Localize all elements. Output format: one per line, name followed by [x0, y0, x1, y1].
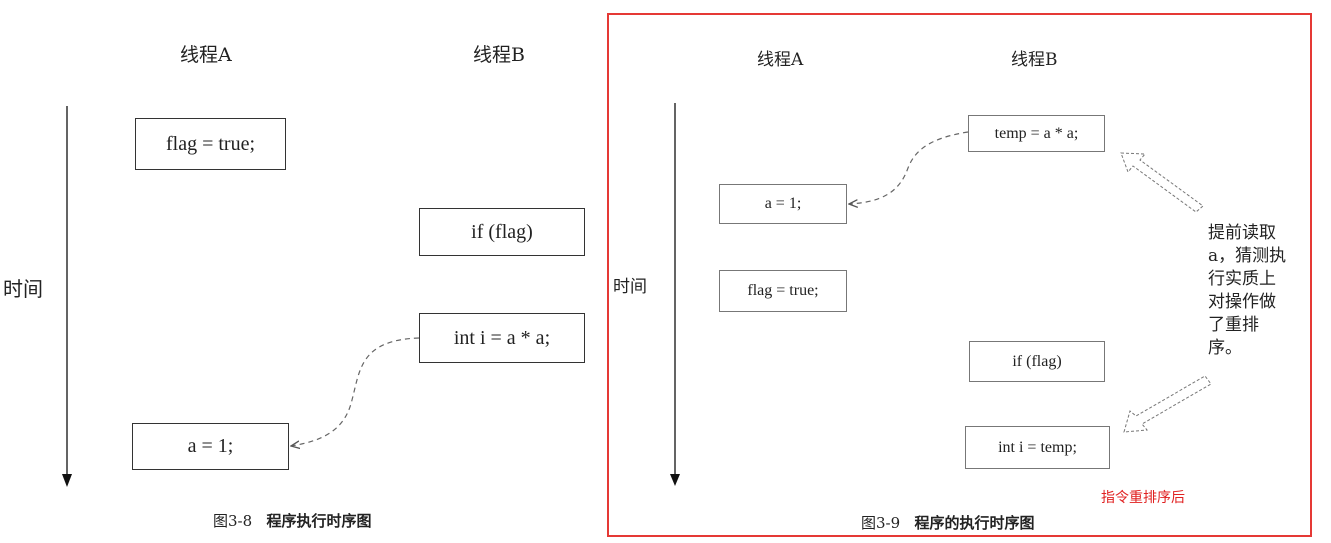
fig8-box-if-flag: if (flag) — [419, 208, 585, 256]
fig8-thread-b-header: 线程B — [473, 44, 525, 66]
fig9-time-label: 时间 — [613, 277, 647, 297]
fig9-box-if-flag: if (flag) — [969, 341, 1105, 382]
fig8-caption-number: 图3-8 — [213, 512, 253, 530]
fig8-caption-title: 程序执行时序图 — [266, 512, 372, 530]
fig8-time-label: 时间 — [3, 277, 43, 301]
fig9-hollow-arrow-up — [1120, 152, 1204, 213]
fig9-box-temp: temp = a * a; — [968, 115, 1105, 152]
fig8-dashed-read-arrow — [291, 337, 420, 446]
fig9-caption-number: 图3-9 — [861, 514, 901, 532]
fig9-red-note: 指令重排序后 — [1101, 490, 1185, 506]
highlight-frame — [607, 13, 1312, 537]
fig8-box-flag-true: flag = true; — [135, 118, 286, 170]
fig9-dashed-read-arrow — [849, 131, 969, 204]
fig9-caption: 图3-9 程序的执行时序图 — [861, 512, 1034, 533]
fig9-time-axis-arrowhead — [670, 474, 680, 486]
fig9-box-a-eq-1: a = 1; — [719, 184, 847, 224]
fig9-box-flag-true: flag = true; — [719, 270, 847, 312]
fig9-thread-b-header: 线程B — [1011, 50, 1058, 70]
fig9-caption-title: 程序的执行时序图 — [914, 514, 1035, 532]
fig8-box-a-eq-1: a = 1; — [132, 423, 289, 470]
fig8-caption: 图3-8 程序执行时序图 — [213, 510, 371, 531]
fig9-box-int-i-temp: int i = temp; — [965, 426, 1110, 469]
fig8-thread-a-header: 线程A — [180, 44, 232, 66]
fig8-box-int-i: int i = a * a; — [419, 313, 585, 363]
fig9-reorder-note: 提前读取a，猜测执行实质上对操作做了重排序。 — [1208, 223, 1287, 358]
fig8-time-axis-arrowhead — [62, 474, 72, 487]
fig9-hollow-arrow-down — [1123, 375, 1212, 433]
fig9-thread-a-header: 线程A — [757, 50, 804, 70]
